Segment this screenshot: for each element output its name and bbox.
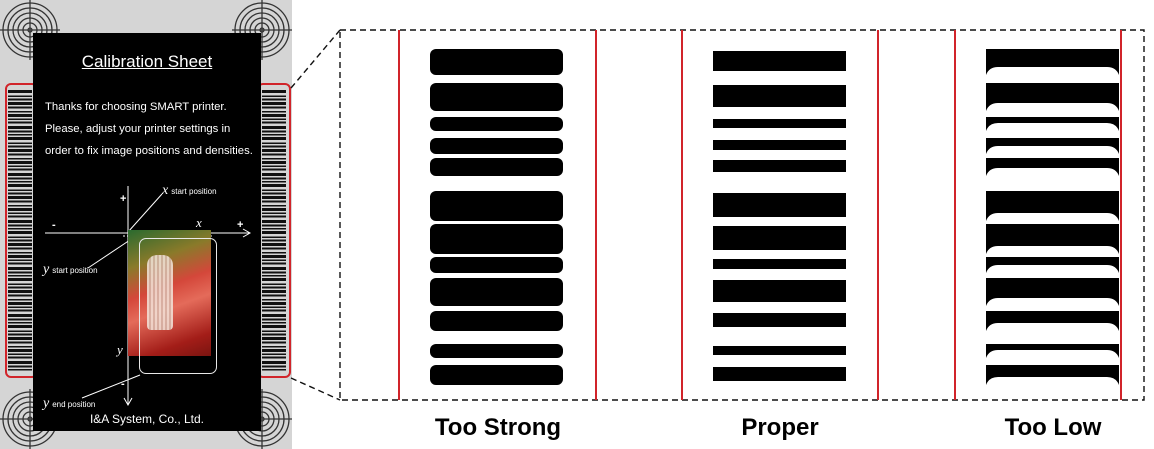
- density-bar-proper: [713, 367, 846, 381]
- density-bar-proper: [713, 51, 846, 71]
- density-bar-strong: [430, 344, 563, 358]
- position-axes: [0, 0, 292, 449]
- label-proper: Proper: [680, 414, 880, 442]
- density-bar-low: [986, 311, 1119, 331]
- density-bar-strong: [430, 278, 563, 306]
- x-axis-plus: +: [237, 219, 243, 231]
- density-bar-strong: [430, 311, 563, 331]
- density-bar-proper: [713, 259, 846, 269]
- density-bar-low: [986, 191, 1119, 221]
- density-bar-low: [986, 257, 1119, 273]
- density-bar-low: [986, 365, 1119, 385]
- image-area-frame: [139, 238, 217, 374]
- density-bar-strong: [430, 49, 563, 75]
- density-bar-strong: [430, 117, 563, 131]
- density-bar-strong: [430, 257, 563, 273]
- density-bar-low: [986, 138, 1119, 154]
- density-bar-proper: [713, 85, 846, 107]
- density-bar-low: [986, 83, 1119, 111]
- density-bar-strong: [430, 158, 563, 176]
- density-bar-proper: [713, 226, 846, 250]
- density-bar-proper: [713, 280, 846, 302]
- density-bar-proper: [713, 346, 846, 355]
- density-bar-low: [986, 344, 1119, 358]
- density-bar-proper: [713, 119, 846, 128]
- label-too-low: Too Low: [953, 414, 1153, 442]
- density-bar-strong: [430, 83, 563, 111]
- density-bar-low: [986, 224, 1119, 254]
- density-bar-proper: [713, 193, 846, 217]
- density-bar-proper: [713, 140, 846, 150]
- density-bar-low: [986, 278, 1119, 306]
- zoom-outline: [340, 30, 1144, 400]
- density-bar-proper: [713, 313, 846, 327]
- y-axis-variable: y: [117, 342, 123, 358]
- density-bar-low: [986, 158, 1119, 176]
- density-bar-strong: [430, 138, 563, 154]
- y-axis-minus: -: [121, 378, 125, 390]
- density-bar-proper: [713, 160, 846, 172]
- density-bar-low: [986, 117, 1119, 131]
- calibration-card: Calibration Sheet Thanks for choosing SM…: [0, 0, 292, 449]
- x-axis-variable: x: [196, 215, 202, 231]
- label-too-strong: Too Strong: [398, 414, 598, 442]
- density-bar-strong: [430, 191, 563, 221]
- density-bar-strong: [430, 365, 563, 385]
- density-bar-low: [986, 49, 1119, 75]
- density-bar-strong: [430, 224, 563, 254]
- zoom-connector-top: [291, 30, 340, 88]
- x-axis-minus: -: [52, 219, 56, 231]
- zoom-connector-bottom: [291, 378, 340, 400]
- y-axis-plus: +: [120, 193, 126, 205]
